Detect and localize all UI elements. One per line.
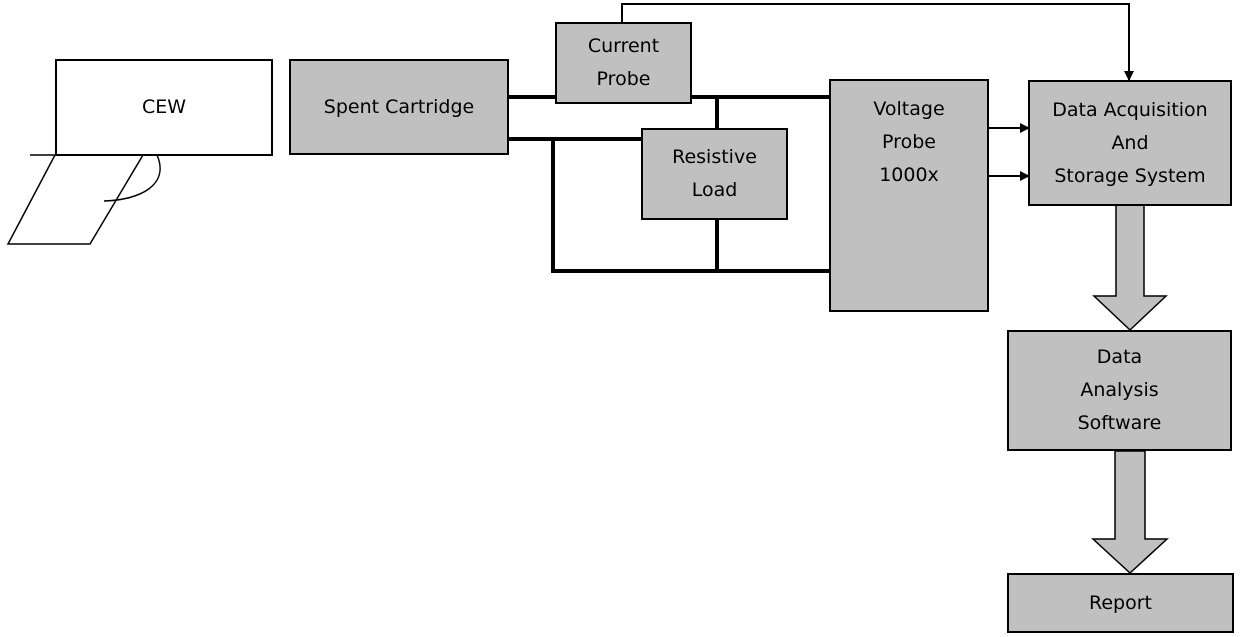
voltage-probe-node: Voltage Probe 1000x [829, 79, 989, 312]
arrow-current-to-daq [621, 3, 1134, 81]
daq-node: Data Acquisition And Storage System [1028, 80, 1232, 206]
analysis-label: Data Analysis Software [1077, 346, 1162, 434]
resistive-load-label: Resistive Load [672, 146, 757, 201]
flow-arrow-daq-to-analysis [1092, 204, 1168, 332]
wiring [506, 95, 832, 273]
analysis-node: Data Analysis Software [1007, 330, 1232, 451]
spent-cartridge-label: Spent Cartridge [323, 95, 475, 118]
flow-arrow-analysis-to-report [1091, 450, 1169, 575]
resistive-load-node: Resistive Load [641, 128, 788, 220]
block-arrows [1091, 204, 1169, 575]
report-label: Report [1089, 591, 1152, 614]
cew-label: CEW [141, 96, 187, 118]
current-probe-label: Current Probe [587, 35, 660, 90]
report-node: Report [1007, 573, 1234, 633]
cew-grip-icon [6, 154, 161, 245]
daq-label: Data Acquisition And Storage System [1052, 98, 1208, 187]
spent-cartridge-node: Spent Cartridge [289, 59, 509, 155]
cew-node: CEW [55, 59, 273, 156]
signal-lines [621, 3, 1134, 181]
voltage-probe-label: Voltage Probe 1000x [873, 98, 945, 186]
current-probe-node: Current Probe [555, 22, 692, 104]
